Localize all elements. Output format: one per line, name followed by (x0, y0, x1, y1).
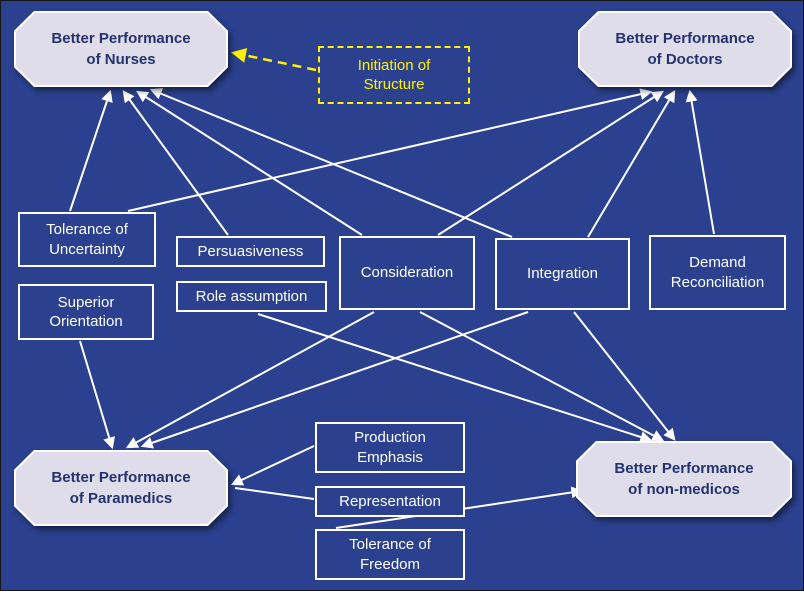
arrow-consideration-to-paramedics (125, 311, 375, 449)
factor-node-role-assumption: Role assumption (176, 281, 327, 312)
outcome-node-paramedics: Better Performance of Paramedics (14, 450, 228, 526)
factor-node-tolerance-of-uncertainty: Tolerance of Uncertainty (18, 212, 156, 267)
octagon-shape: Better Performance of Doctors (578, 11, 792, 87)
arrow-representation-to-paramedics (234, 487, 315, 500)
arrow-integration-to-doctors (587, 89, 676, 238)
octagon-shape: Better Performance of Nurses (14, 11, 228, 87)
factor-node-representation: Representation (315, 486, 465, 517)
outcome-node-nurses-label: Better Performance of Nurses (16, 13, 226, 85)
factor-node-production-emphasis: Production Emphasis (315, 422, 465, 473)
outcome-node-paramedics-label: Better Performance of Paramedics (16, 452, 226, 524)
factor-node-persuasiveness: Persuasiveness (176, 236, 325, 267)
arrow-initiation-of-structure-to-nurses (231, 48, 317, 72)
factor-node-demand-reconciliation: Demand Reconciliation (649, 235, 786, 310)
arrow-tolerance-of-uncertainty-to-nurses (69, 89, 113, 212)
outcome-node-doctors-label: Better Performance of Doctors (580, 13, 790, 85)
arrow-superior-orientation-to-paramedics (79, 340, 115, 450)
octagon-shape: Better Performance of non-medicos (576, 441, 792, 517)
outcome-node-nurses: Better Performance of Nurses (14, 11, 228, 87)
factor-node-integration: Integration (495, 238, 630, 310)
arrow-production-emphasis-to-paramedics (230, 445, 315, 486)
arrow-persuasiveness-to-nurses (122, 90, 229, 236)
arrow-consideration-to-nurses (135, 90, 363, 236)
outcome-node-non-medicos-label: Better Performance of non-medicos (578, 443, 790, 515)
factor-node-tolerance-of-freedom: Tolerance of Freedom (315, 529, 465, 580)
factor-node-initiation-of-structure: Initiation of Structure (318, 46, 470, 104)
arrow-consideration-to-non-medicos (419, 311, 665, 442)
arrow-tolerance-of-uncertainty-to-doctors (127, 88, 653, 212)
arrow-integration-to-non-medicos (573, 311, 676, 441)
outcome-node-doctors: Better Performance of Doctors (578, 11, 792, 87)
factor-node-consideration: Consideration (339, 236, 475, 310)
outcome-node-non-medicos: Better Performance of non-medicos (576, 441, 792, 517)
arrow-demand-reconciliation-to-doctors (685, 89, 715, 235)
arrow-consideration-to-doctors (437, 90, 665, 236)
factor-node-superior-orientation: Superior Orientation (18, 284, 154, 340)
octagon-shape: Better Performance of Paramedics (14, 450, 228, 526)
arrow-role-assumption-to-non-medicos (257, 313, 653, 443)
